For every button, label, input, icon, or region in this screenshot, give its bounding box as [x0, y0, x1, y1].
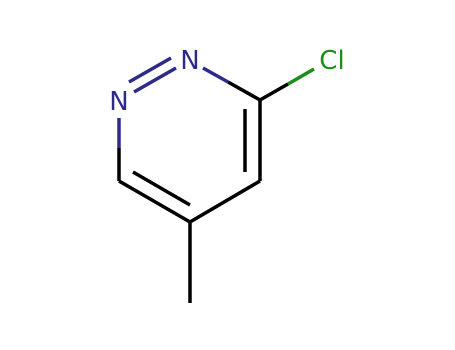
- bond-c3-cl: [259, 82, 289, 102]
- atom-cl: Cl: [319, 46, 344, 76]
- bond-c5-c4: [189, 179, 261, 224]
- bond-n1-n2: [133, 66, 177, 94]
- bond-n1-n2-double: [128, 56, 172, 84]
- bond-c3-n2-nitrogen-half: [202, 66, 229, 84]
- bond-c6-c5: [118, 179, 191, 224]
- bond-c3-cl-chlorine-half: [287, 67, 315, 86]
- bond-c6-c5-double: [132, 170, 191, 207]
- atom-n1: N: [109, 87, 128, 117]
- atom-n2: N: [180, 46, 199, 76]
- bond-c3-n2: [227, 80, 261, 102]
